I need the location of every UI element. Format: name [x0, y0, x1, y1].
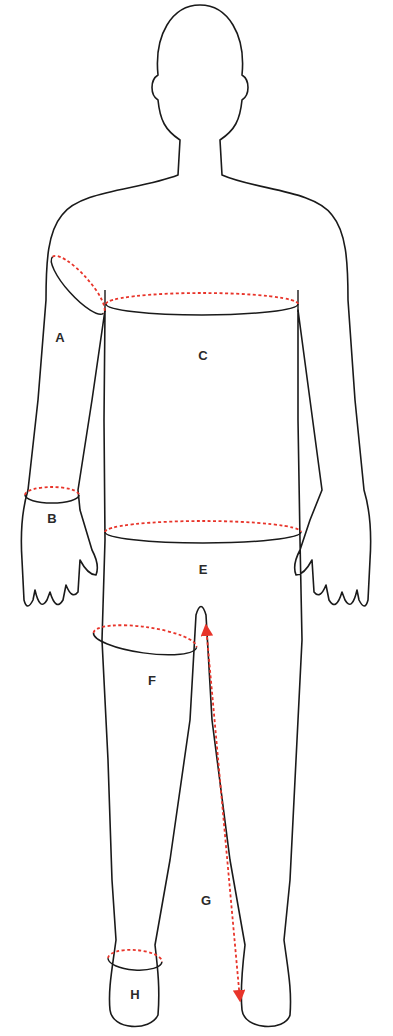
- measure-letter: F: [148, 674, 156, 687]
- hip-ring: [105, 521, 301, 543]
- measure-letter: H: [130, 988, 139, 1001]
- armpit-line: [105, 290, 298, 312]
- ankle-ring: [107, 948, 162, 972]
- measure-letter: B: [47, 512, 56, 525]
- measure-letter: E: [199, 563, 208, 576]
- body-outline: [21, 5, 371, 1026]
- measure-letter: G: [201, 894, 211, 907]
- chest-ring: [106, 293, 298, 315]
- measure-letter: C: [198, 349, 207, 362]
- measure-letter: A: [55, 331, 64, 344]
- upper-arm-ring: [44, 249, 111, 320]
- wrist-ring: [25, 487, 79, 503]
- thigh-ring: [92, 620, 199, 660]
- inseam-arrow: [206, 626, 240, 1000]
